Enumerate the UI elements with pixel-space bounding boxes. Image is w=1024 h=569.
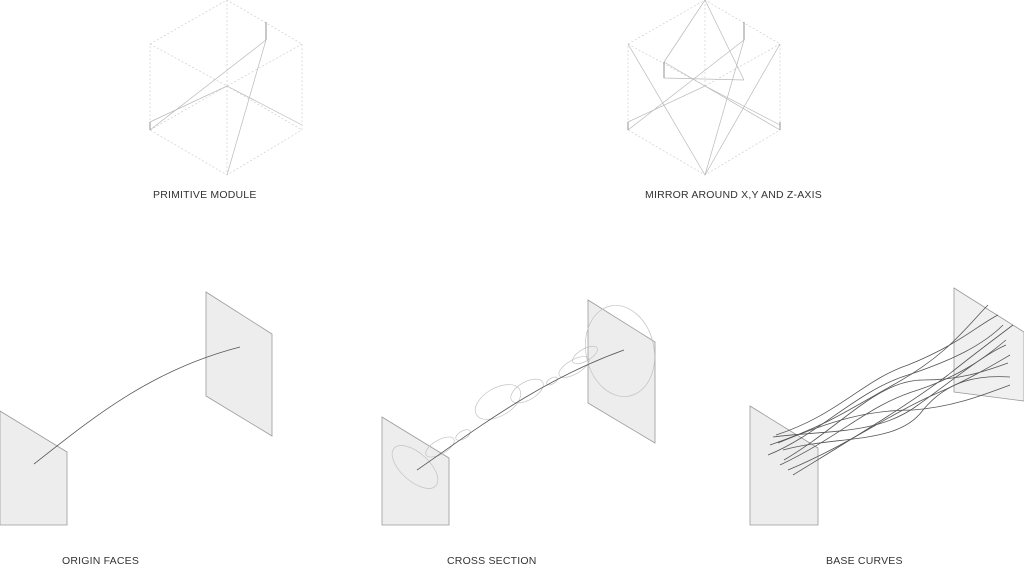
- caption-origin-faces: ORIGIN FACES: [62, 555, 140, 567]
- origin-faces-panel: ORIGIN FACES: [0, 285, 290, 569]
- caption-mirror: MIRROR AROUND X,Y AND Z-AXIS: [645, 189, 822, 201]
- origin-connecting-curve: [33, 346, 241, 465]
- cross-section-panel: CROSS SECTION: [380, 295, 670, 569]
- cross-section-face-right: [587, 299, 656, 444]
- mirror-cube: [627, 0, 781, 176]
- caption-base-curves: BASE CURVES: [826, 555, 903, 567]
- cross-section-diagram: [381, 299, 656, 526]
- cross-section-face-left: [381, 416, 450, 526]
- primitive-module-cube: [149, 0, 303, 176]
- base-curves-face-right: [953, 287, 1024, 402]
- origin-face-left: [0, 410, 68, 526]
- origin-faces-diagram: [0, 291, 273, 526]
- origin-face-right: [205, 291, 273, 437]
- base-curves-panel: BASE CURVES: [748, 285, 1024, 569]
- base-curves-diagram: [749, 287, 1024, 526]
- mirror-panel: MIRROR AROUND X,Y AND Z-AXIS: [620, 0, 822, 201]
- base-curves-face-left: [749, 405, 819, 526]
- cross-section-centerline: [416, 349, 625, 471]
- caption-primitive-module: PRIMITIVE MODULE: [153, 189, 257, 201]
- base-curves-lines: [767, 304, 1014, 476]
- cross-section-rings: [391, 305, 655, 489]
- caption-cross-section: CROSS SECTION: [447, 555, 537, 567]
- primitive-module-panel: PRIMITIVE MODULE: [140, 0, 310, 201]
